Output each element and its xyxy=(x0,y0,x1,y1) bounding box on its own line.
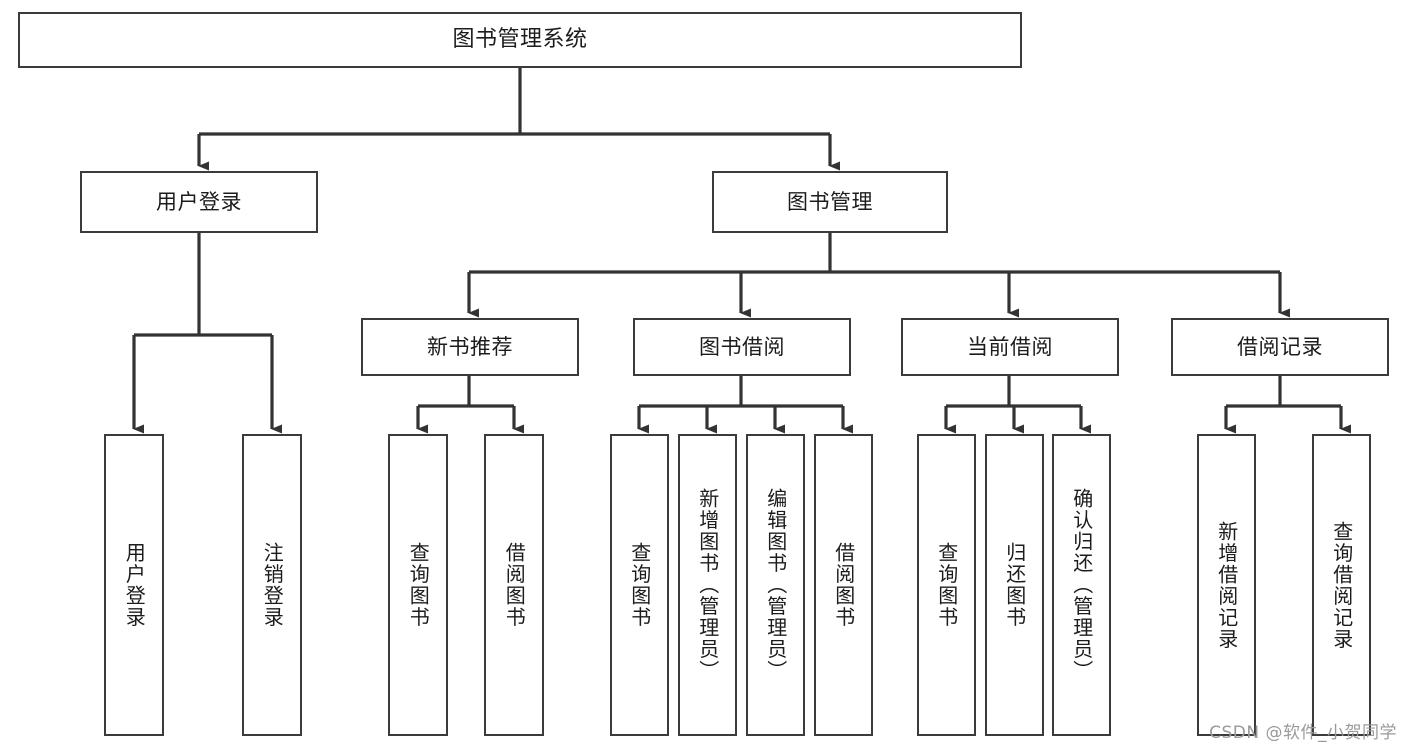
node-book-borrow-label: 图书借阅 xyxy=(699,334,785,359)
node-leaf-borrow-book-1[interactable]: 借阅图书 xyxy=(484,434,544,736)
node-leaf-query-book-2[interactable]: 查询图书 xyxy=(610,434,669,736)
node-leaf-borrow-book-2[interactable]: 借阅图书 xyxy=(814,434,873,736)
node-book-borrow[interactable]: 图书借阅 xyxy=(633,318,851,376)
node-leaf-confirm-return[interactable]: 确认归还（管理员） xyxy=(1052,434,1111,736)
node-leaf-return-book[interactable]: 归还图书 xyxy=(985,434,1044,736)
node-leaf-add-record[interactable]: 新增借阅记录 xyxy=(1197,434,1256,736)
node-leaf-edit-book[interactable]: 编辑图书（管理员） xyxy=(746,434,805,736)
node-leaf-query-record[interactable]: 查询借阅记录 xyxy=(1312,434,1371,736)
node-leaf-query-book-3[interactable]: 查询图书 xyxy=(917,434,976,736)
node-current-borrow[interactable]: 当前借阅 xyxy=(901,318,1119,376)
node-user-login[interactable]: 用户登录 xyxy=(80,171,318,233)
node-new-book-recommend-label: 新书推荐 xyxy=(427,334,513,359)
node-user-login-label: 用户登录 xyxy=(156,189,242,214)
node-leaf-user-login-label: 用户登录 xyxy=(122,542,147,628)
node-leaf-query-book-1-label: 查询图书 xyxy=(406,542,431,628)
node-book-manage-label: 图书管理 xyxy=(787,189,873,214)
node-leaf-borrow-book-2-label: 借阅图书 xyxy=(831,542,856,628)
node-leaf-add-book-label: 新增图书（管理员） xyxy=(695,488,720,682)
node-leaf-query-book-2-label: 查询图书 xyxy=(627,542,652,628)
node-root[interactable]: 图书管理系统 xyxy=(18,12,1022,68)
node-leaf-edit-book-label: 编辑图书（管理员） xyxy=(763,488,788,682)
node-leaf-query-record-label: 查询借阅记录 xyxy=(1329,520,1354,650)
node-leaf-query-book-1[interactable]: 查询图书 xyxy=(388,434,448,736)
node-book-manage[interactable]: 图书管理 xyxy=(712,171,948,233)
node-new-book-recommend[interactable]: 新书推荐 xyxy=(361,318,579,376)
node-leaf-user-logout[interactable]: 注销登录 xyxy=(242,434,302,736)
node-leaf-add-book[interactable]: 新增图书（管理员） xyxy=(678,434,737,736)
node-leaf-return-book-label: 归还图书 xyxy=(1002,542,1027,628)
node-leaf-user-login[interactable]: 用户登录 xyxy=(104,434,164,736)
node-leaf-add-record-label: 新增借阅记录 xyxy=(1214,520,1239,650)
node-leaf-user-logout-label: 注销登录 xyxy=(260,542,285,628)
node-current-borrow-label: 当前借阅 xyxy=(967,334,1053,359)
node-leaf-borrow-book-1-label: 借阅图书 xyxy=(502,542,527,628)
node-root-label: 图书管理系统 xyxy=(452,27,588,53)
node-borrow-record-label: 借阅记录 xyxy=(1237,334,1323,359)
node-leaf-query-book-3-label: 查询图书 xyxy=(934,542,959,628)
node-leaf-confirm-return-label: 确认归还（管理员） xyxy=(1069,488,1094,682)
node-borrow-record[interactable]: 借阅记录 xyxy=(1171,318,1389,376)
watermark-text: CSDN @软件_小贺同学 xyxy=(1209,723,1397,743)
